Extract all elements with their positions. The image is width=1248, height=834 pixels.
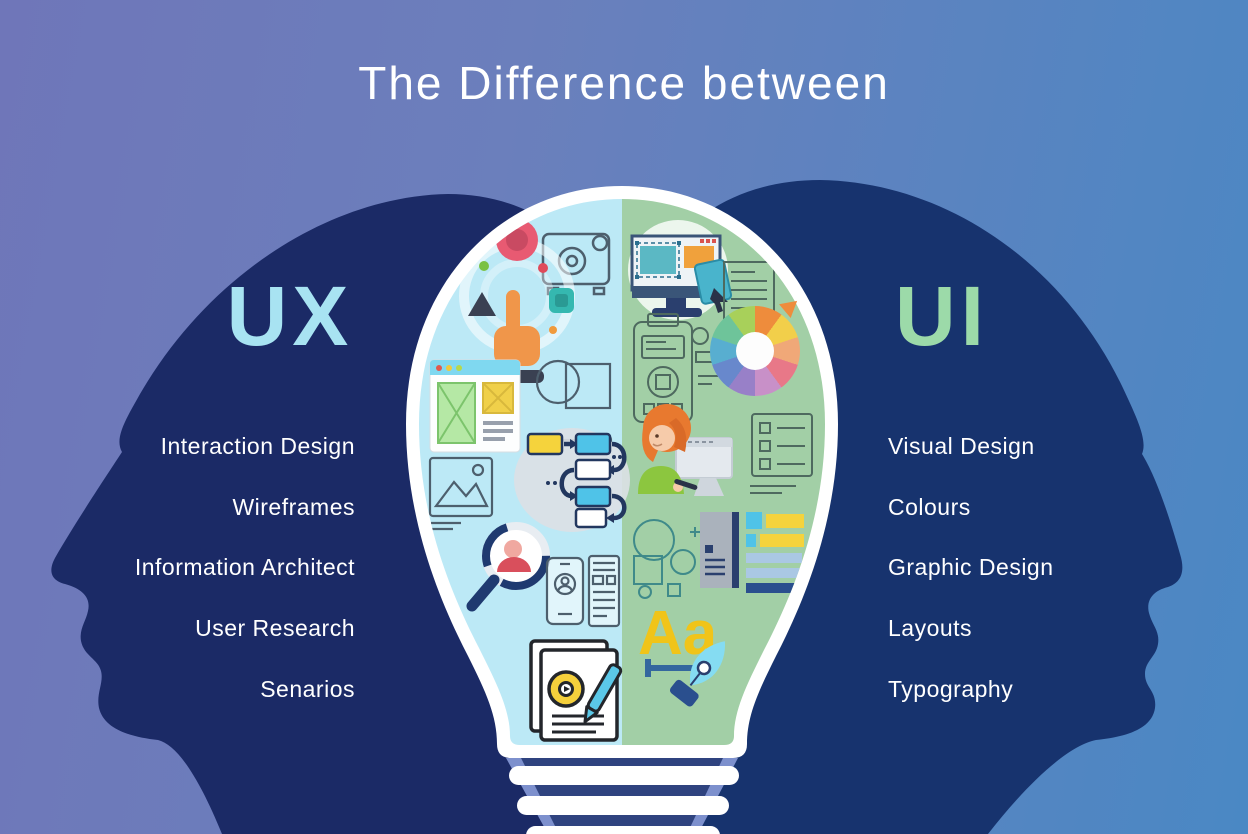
color-wheel-center [736, 332, 774, 370]
design-software-monitor-icon [628, 220, 733, 320]
ui-item-list: Visual Design Colours Graphic Design Lay… [888, 416, 1218, 720]
ui-heading: UI [895, 269, 989, 363]
color-wheel-icon [710, 293, 803, 396]
ux-heading: UX [226, 269, 354, 363]
shapes-outline-icon [633, 519, 700, 599]
camera-icon [541, 232, 611, 296]
ui-list-item: Graphic Design [888, 554, 1054, 581]
ui-list-item: Typography [888, 676, 1014, 703]
page-title: The Difference between [358, 57, 890, 109]
wireframe-browser-icon [429, 359, 521, 453]
bulb-base [506, 758, 739, 834]
designer-at-computer-icon [638, 404, 733, 496]
style-guide-icon [700, 512, 804, 593]
scenario-document-icon [529, 639, 623, 742]
checklist-icon [750, 413, 813, 494]
ui-list-item: Visual Design [888, 432, 1035, 459]
ux-list-item: User Research [195, 615, 355, 642]
ux-item-list: Interaction Design Wireframes Informatio… [40, 416, 355, 720]
ux-list-item: Interaction Design [160, 432, 355, 459]
ux-list-item: Senarios [260, 676, 355, 703]
ui-list-item: Colours [888, 493, 971, 520]
user-research-magnifier-icon [466, 522, 550, 612]
ui-list-item: Layouts [888, 615, 973, 642]
image-placeholder-icon [428, 456, 494, 531]
ux-list-item: Information Architect [134, 554, 355, 581]
phone-wireframe-icon [545, 554, 621, 628]
ux-list-item: Wireframes [232, 493, 355, 520]
user-flow-icon [514, 428, 630, 532]
pen-nib-icon [669, 641, 725, 707]
